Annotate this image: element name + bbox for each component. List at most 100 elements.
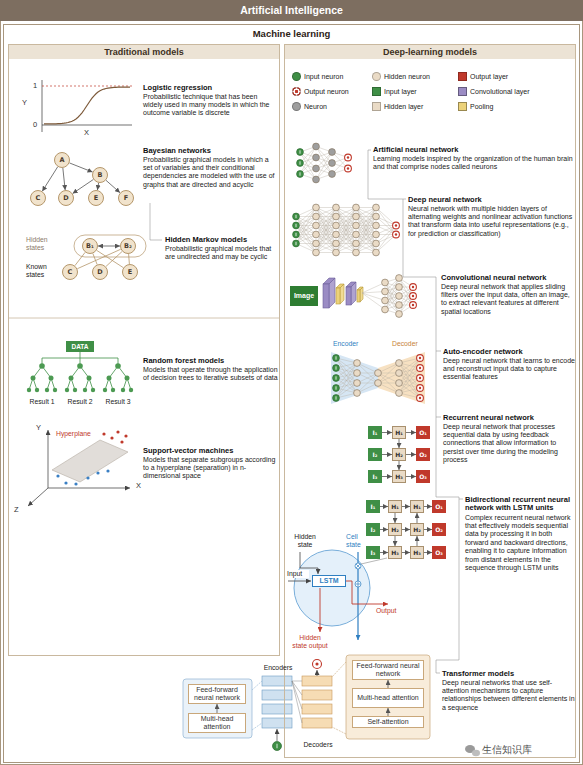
output-neuron: [393, 231, 400, 238]
node-text: E: [94, 194, 98, 202]
legend-item: Input layer: [372, 87, 417, 96]
node-text: H₃: [413, 549, 421, 557]
hidden-neuron: [396, 380, 403, 387]
part-label: Decoder: [392, 340, 432, 348]
node-text: H₃: [391, 549, 399, 557]
axis-label: Z: [14, 506, 24, 514]
node-text: H₂: [391, 526, 399, 534]
node-text: Self-attention: [367, 718, 408, 726]
legend-text: Output layer: [470, 72, 508, 81]
input-neuron: [333, 365, 340, 372]
tree-node: [121, 388, 125, 392]
input-neuron: [297, 171, 304, 178]
network-link: [336, 226, 356, 253]
callout-leader: [252, 681, 262, 690]
leader-tick: [459, 499, 463, 500]
hidden-neuron: [373, 249, 380, 256]
node-text: I₂: [373, 451, 378, 459]
known-state-node: D: [92, 264, 108, 280]
tree-node: [87, 376, 92, 381]
hidden-neuron: [313, 213, 320, 220]
legend-item: Hidden neuron: [372, 72, 430, 81]
variable-node: B: [92, 167, 108, 183]
axis-label: X: [84, 129, 94, 137]
callout-frame: [183, 679, 252, 738]
network-link: [356, 226, 376, 253]
layer-cube-side: [329, 278, 335, 308]
output-neuron-dot: [419, 377, 421, 379]
state-label: Known states: [26, 263, 58, 279]
decoder-region: [378, 352, 425, 404]
signal-label: Cell state: [346, 533, 368, 549]
legend-text: Hidden layer: [384, 102, 423, 111]
legend-text: Output neuron: [304, 87, 349, 96]
node-text: H₂: [395, 451, 403, 459]
legend-item: Neuron: [292, 102, 327, 111]
result-label: Result 3: [100, 398, 136, 406]
output-neuron: [417, 355, 424, 362]
hidden-neuron: [329, 160, 336, 167]
output-neuron: [345, 165, 352, 172]
legend-item: Convolutional layer: [458, 87, 530, 96]
model-heading: Support-vector machines: [143, 447, 278, 455]
node-text: H₂: [413, 526, 421, 534]
output-neuron: [313, 660, 322, 669]
neuron-glyph: [300, 150, 301, 153]
legend-item: Hidden layer: [372, 102, 423, 111]
connector: [382, 476, 392, 477]
class-point: [96, 471, 99, 474]
hidden-neuron: [333, 213, 340, 220]
transformer-block: Multi-head attention: [188, 713, 246, 733]
model-heading: Bidirectional recurrent neural network w…: [465, 496, 575, 513]
node-text: Traditional models: [9, 45, 279, 59]
connector: [98, 246, 120, 247]
connector: [406, 454, 416, 455]
signal-label: Hidden state output: [291, 634, 329, 650]
hidden-neuron: [382, 306, 389, 313]
output-neuron-dot: [412, 295, 414, 297]
leader-tick: [403, 199, 406, 200]
node-text: C: [68, 268, 73, 276]
tree-node: [45, 388, 49, 392]
result-label: Result 1: [24, 398, 60, 406]
hidden-neuron: [373, 231, 380, 238]
node-text: O₃: [419, 473, 427, 481]
output-neuron: [417, 375, 424, 382]
model-heading: Logistic regression: [143, 84, 278, 92]
hidden-neuron: [313, 165, 320, 172]
tree-node: [83, 388, 87, 392]
neuron-glyph: [336, 386, 337, 389]
callout-leader: [332, 662, 346, 677]
output-neuron: [393, 222, 400, 229]
model-description: Probabilistic graphical models that are …: [165, 245, 277, 262]
hidden-neuron: [373, 213, 380, 220]
legend-swatch: [458, 102, 467, 111]
connector: [424, 552, 432, 553]
layer-cube-front: [336, 288, 340, 304]
lstm-box: LSTM: [312, 575, 346, 587]
result-label: Result 2: [62, 398, 98, 406]
connector: [63, 168, 65, 190]
encoder-decoder-link: [292, 681, 302, 682]
hidden-layer-box: H₃: [388, 546, 402, 559]
gate-glyph: [356, 564, 360, 568]
legend-swatch: [458, 87, 467, 96]
neuron-glyph: [296, 215, 297, 218]
leader-tick: [436, 351, 441, 352]
hidden-neuron: [313, 249, 320, 256]
node-text: Feed-forward neural network: [191, 686, 243, 702]
gate-glyph: [356, 564, 360, 568]
class-point: [74, 482, 77, 485]
network-link: [399, 278, 413, 305]
node-text: O₃: [435, 549, 443, 557]
variable-node: E: [88, 190, 104, 206]
node-text: I₂: [371, 526, 376, 534]
hidden-neuron: [333, 204, 340, 211]
node-text: DATA: [71, 343, 88, 351]
column-panel: ABCDEFB₁B₂CDEDATATraditional models: [8, 44, 280, 656]
model-description: Deep neural networks that use self-atten…: [442, 679, 575, 713]
variable-node: D: [58, 190, 74, 206]
node-text: H₁: [413, 503, 421, 511]
